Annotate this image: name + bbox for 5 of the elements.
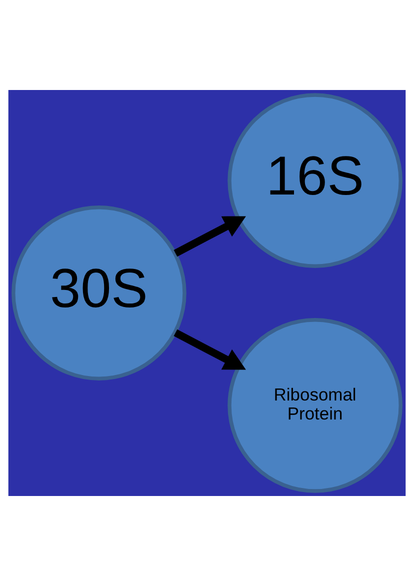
node-circle: Ribosomal Protein xyxy=(228,317,402,492)
node-circle: 16S xyxy=(228,92,402,268)
node-circle: 30S xyxy=(12,205,186,380)
arrow xyxy=(174,328,246,370)
arrow xyxy=(174,216,246,256)
